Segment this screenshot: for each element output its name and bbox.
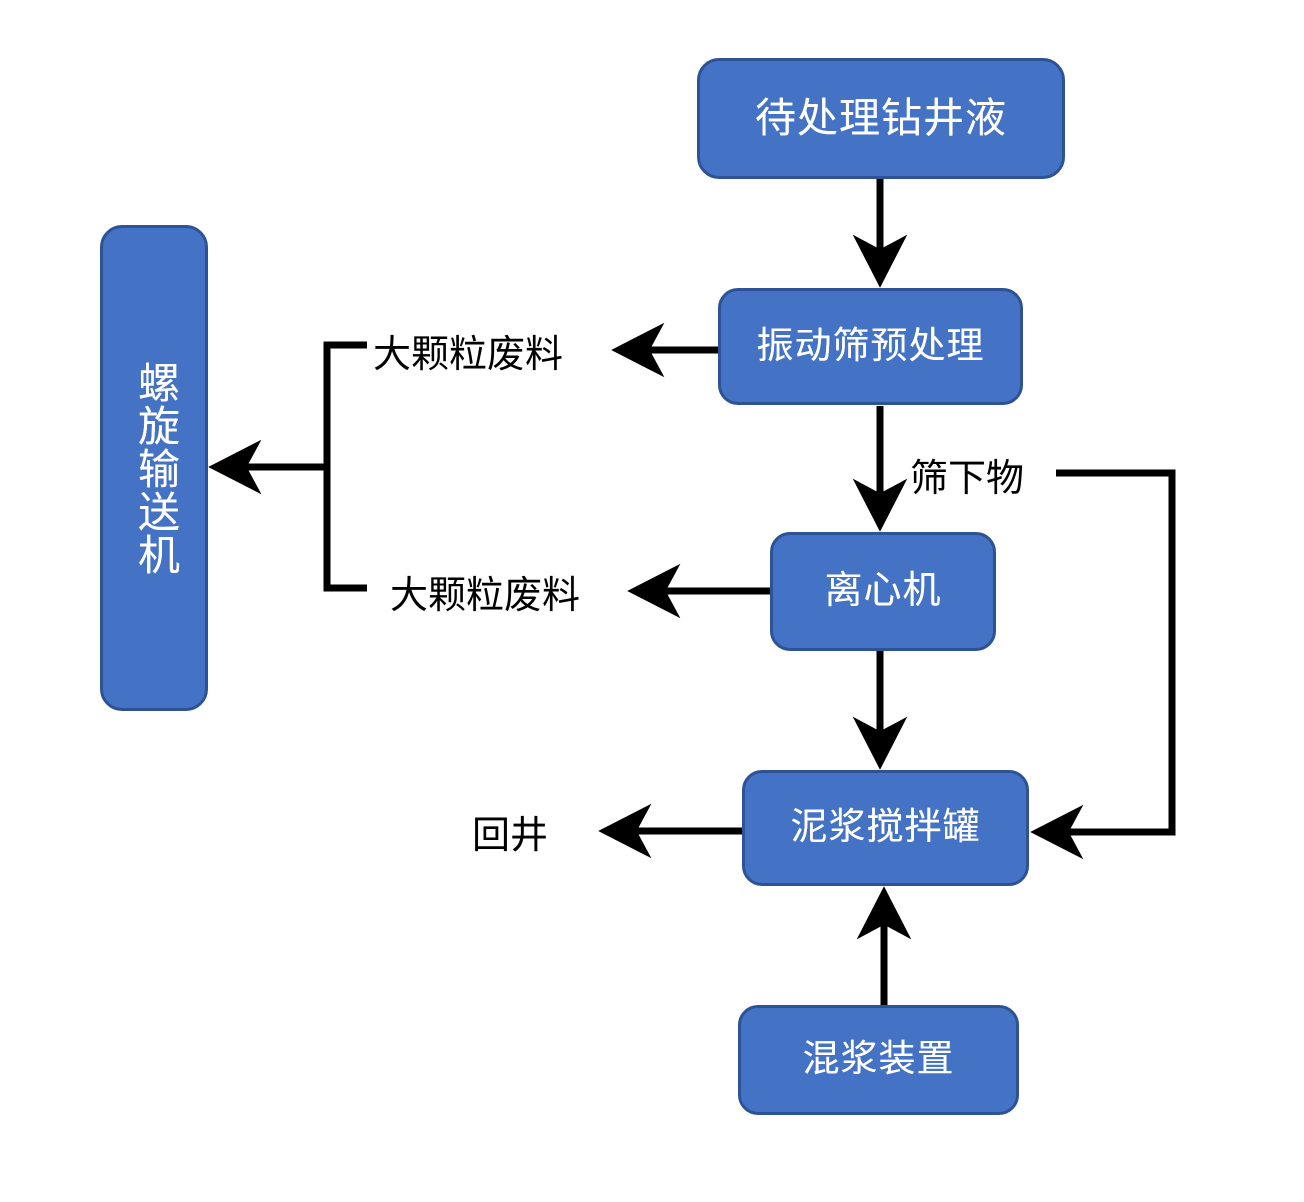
node-centrifuge[interactable]: 离心机: [770, 532, 996, 651]
edge-label-return-to-well: 回井: [472, 815, 549, 857]
node-mud-mixing-tank-label: 泥浆搅拌罐: [790, 807, 981, 849]
bracket-coarse-waste-merge: [323, 341, 367, 592]
edge-label-coarse-waste-screen: 大颗粒废料: [373, 334, 564, 376]
node-raw-drilling-fluid-label: 待处理钻井液: [755, 94, 1007, 141]
node-vibrating-screen[interactable]: 振动筛预处理: [718, 288, 1023, 405]
node-vibrating-screen-label: 振动筛预处理: [756, 325, 985, 367]
node-slurry-mixing-unit[interactable]: 混浆装置: [738, 1005, 1019, 1115]
node-raw-drilling-fluid[interactable]: 待处理钻井液: [697, 58, 1065, 179]
node-centrifuge-label: 离心机: [824, 570, 942, 613]
edge-underflow-bypass: [1030, 469, 1176, 860]
node-screw-conveyor-label: 螺旋输送机: [131, 360, 178, 576]
node-mud-mixing-tank[interactable]: 泥浆搅拌罐: [742, 770, 1029, 886]
edge-label-coarse-waste-centrifuge: 大颗粒废料: [390, 575, 581, 617]
node-screw-conveyor[interactable]: 螺旋输送机: [100, 225, 208, 711]
node-slurry-mixing-unit-label: 混浆装置: [802, 1039, 955, 1081]
edge-label-screen-underflow: 筛下物: [910, 458, 1025, 500]
